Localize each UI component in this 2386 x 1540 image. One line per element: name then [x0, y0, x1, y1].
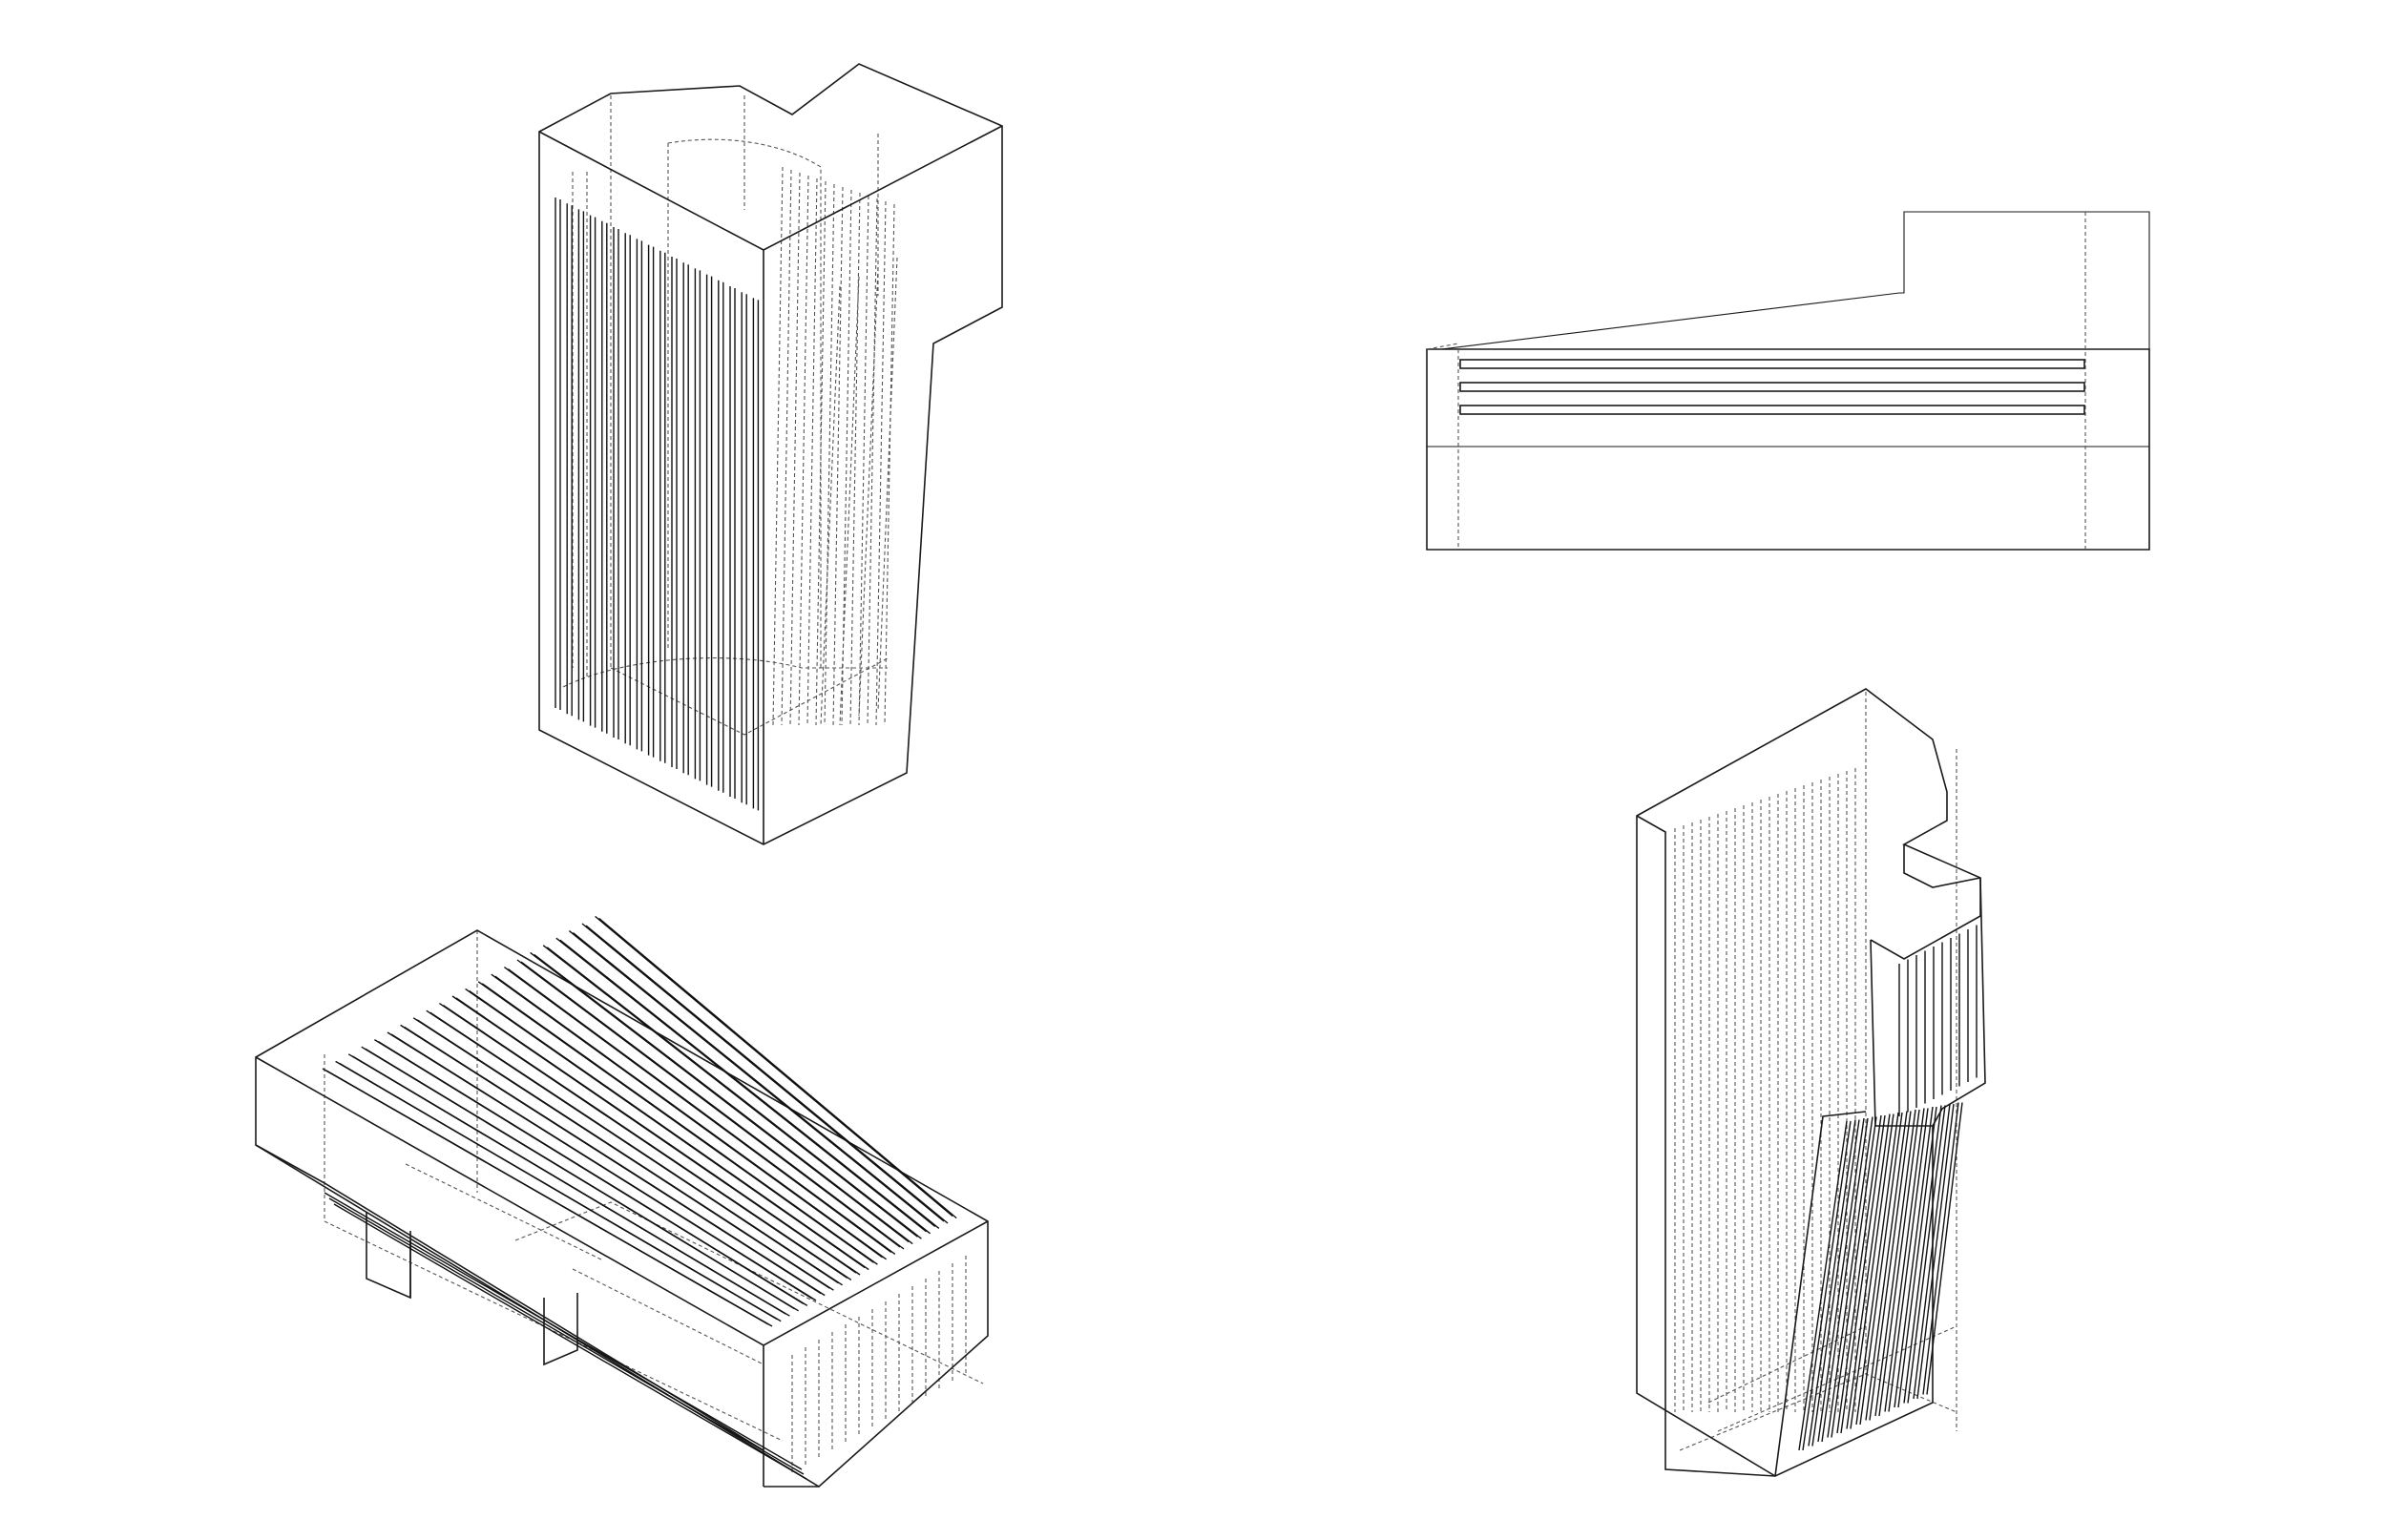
fin — [1865, 1111, 1908, 1421]
fin — [585, 925, 949, 1224]
vertical-fins — [555, 198, 760, 811]
hidden-stripe — [824, 183, 835, 726]
fin — [598, 917, 957, 1219]
view-axonometric-top-left — [538, 63, 1003, 845]
fin — [1913, 1103, 1951, 1400]
fin — [1798, 1120, 1848, 1451]
fin — [1897, 1106, 1937, 1408]
fin — [1831, 1116, 1877, 1438]
hidden-stripe — [875, 200, 887, 726]
fin — [1459, 359, 2085, 369]
view-axonometric-bottom-left — [255, 915, 989, 1488]
fin — [507, 968, 896, 1255]
fin — [429, 1011, 843, 1286]
fin — [1811, 1119, 1860, 1446]
fin — [1903, 1105, 1942, 1404]
fin — [1827, 1116, 1873, 1438]
fin — [546, 947, 922, 1239]
outline — [1426, 211, 2150, 551]
fin — [595, 915, 953, 1217]
underside-fins — [324, 1192, 807, 1480]
fin — [1878, 1109, 1920, 1417]
fin — [1859, 1112, 1903, 1426]
fin — [494, 975, 888, 1260]
fin — [1802, 1120, 1852, 1451]
fin — [1808, 1119, 1856, 1446]
fin — [542, 945, 918, 1238]
fin — [559, 939, 931, 1235]
hidden-stripe — [781, 169, 792, 726]
fin — [1869, 1111, 1912, 1421]
fin — [1926, 1102, 1963, 1395]
fin — [555, 937, 928, 1233]
fin — [339, 1062, 782, 1322]
view-axonometric-bottom-right — [1636, 688, 1986, 1477]
fin — [1836, 1114, 1882, 1434]
fin — [1817, 1117, 1865, 1443]
fin — [378, 1041, 808, 1306]
fin — [1888, 1108, 1929, 1412]
fin — [516, 959, 901, 1248]
outline — [255, 929, 989, 1488]
outline — [1636, 688, 1986, 1477]
fin — [455, 997, 861, 1276]
fin — [572, 932, 940, 1229]
fin — [416, 1019, 834, 1291]
fin — [581, 923, 945, 1222]
fin — [1846, 1113, 1891, 1429]
fin — [503, 967, 892, 1253]
fin — [404, 1026, 826, 1297]
hidden-stripe — [841, 189, 852, 726]
fin — [1894, 1106, 1934, 1408]
fin — [1884, 1108, 1925, 1412]
fin — [1821, 1117, 1869, 1443]
hidden-stripe — [849, 192, 861, 726]
upper-fins — [1898, 925, 1978, 1116]
fin — [325, 1070, 773, 1327]
hidden-stripe — [772, 166, 784, 726]
horizontal-fins — [1459, 359, 2085, 415]
hidden-stripe — [798, 175, 809, 726]
hidden-lines — [562, 95, 898, 736]
hidden-lines — [1674, 692, 1957, 1451]
fin — [481, 983, 878, 1265]
fin — [1922, 1102, 1959, 1395]
fin — [568, 930, 936, 1227]
hidden-stripe — [806, 177, 818, 726]
fin — [534, 953, 913, 1245]
hidden-stripe — [789, 172, 801, 726]
fin — [365, 1048, 799, 1312]
fin — [1459, 405, 2085, 415]
fin — [1459, 382, 2085, 392]
fin — [1907, 1105, 1946, 1404]
hidden-lines — [324, 930, 984, 1474]
fin — [491, 973, 884, 1259]
view-elevation-top-right — [1426, 211, 2150, 551]
slanted-fins — [1798, 1102, 1963, 1451]
fin — [390, 1033, 817, 1301]
fin — [1916, 1103, 1955, 1400]
fin — [530, 951, 910, 1243]
fin — [469, 989, 869, 1271]
outline — [538, 63, 1003, 845]
hidden-lines — [1426, 212, 2086, 550]
hidden-stripe — [832, 186, 844, 726]
hidden-stripe — [867, 198, 878, 726]
hidden-stripe — [858, 195, 869, 726]
fin — [1850, 1113, 1894, 1429]
fin — [443, 1005, 852, 1280]
fin — [1874, 1109, 1916, 1417]
fin — [1840, 1114, 1886, 1434]
fin — [520, 961, 905, 1250]
hidden-stripe — [884, 203, 895, 726]
fin — [351, 1055, 790, 1317]
fin — [1855, 1112, 1899, 1426]
roof-fins — [322, 915, 957, 1327]
